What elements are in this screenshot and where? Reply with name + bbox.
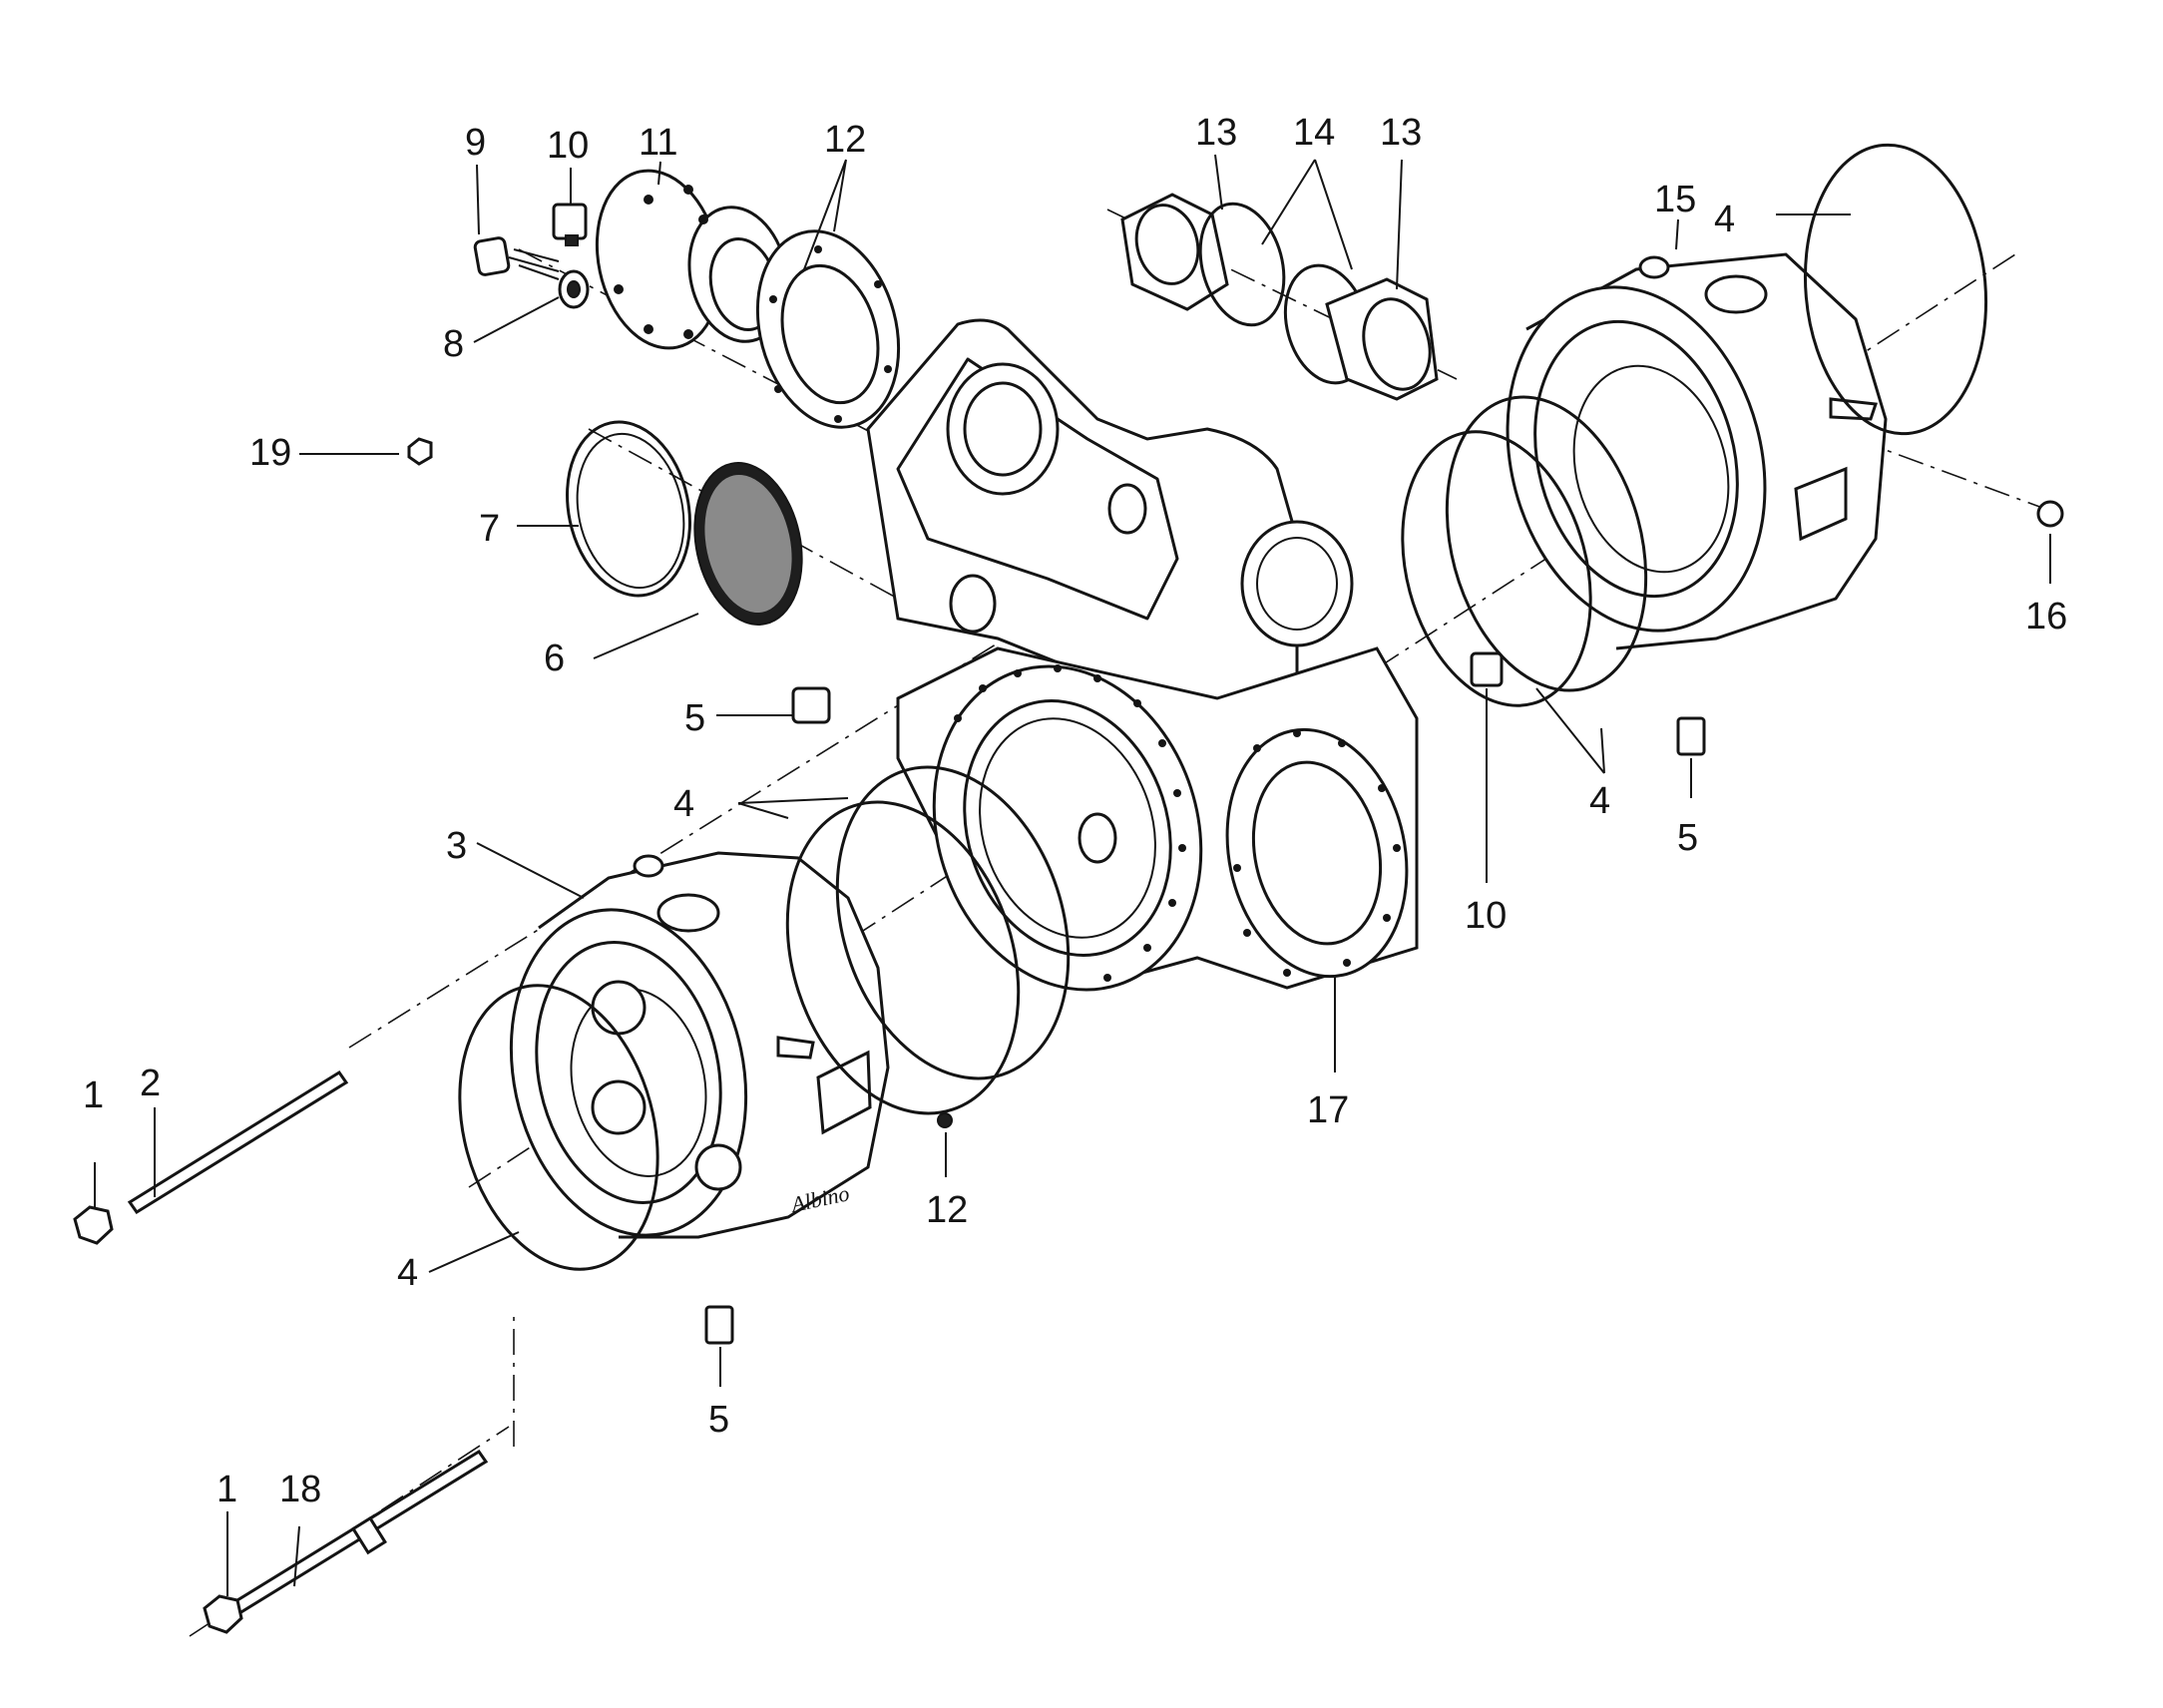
main-housing [866, 318, 1419, 992]
callout-11: 11 [639, 122, 677, 164]
callout-5: 5 [708, 1399, 729, 1441]
callout-14: 14 [1293, 112, 1335, 154]
leader-lines [94, 154, 2051, 1596]
callout-19: 19 [249, 432, 291, 474]
left-cylinder-housing: Albino [509, 851, 890, 1239]
gasket-upper [755, 229, 901, 429]
bearing-cap [595, 169, 789, 350]
tie-rods [73, 1069, 489, 1634]
seal-rings [458, 143, 1988, 1271]
callout-5: 5 [684, 697, 705, 739]
callout-13: 13 [1380, 112, 1422, 154]
callout-4: 4 [1589, 780, 1610, 822]
callout-13: 13 [1195, 112, 1237, 154]
small-fasteners [407, 203, 2064, 1345]
filter-screen [693, 462, 803, 626]
callout-3: 3 [446, 825, 467, 867]
callout-6: 6 [544, 638, 565, 679]
callout-10: 10 [547, 125, 589, 167]
callout-5: 5 [1677, 817, 1698, 859]
callout-1: 1 [216, 1469, 237, 1510]
callout-4: 4 [673, 783, 694, 825]
callout-17: 17 [1307, 1089, 1349, 1131]
callout-16: 16 [2025, 596, 2067, 638]
callout-4: 4 [1714, 199, 1735, 240]
callout-9: 9 [465, 122, 486, 164]
callout-12: 12 [926, 1189, 968, 1231]
callout-1: 1 [83, 1074, 104, 1116]
callout-8: 8 [443, 323, 464, 365]
callout-18: 18 [279, 1469, 321, 1510]
callout-7: 7 [479, 508, 500, 550]
bushings-and-rings [1120, 193, 1439, 401]
callout-labels: 9 10 11 12 13 14 13 15 4 8 19 7 6 5 4 3 … [83, 112, 2067, 1510]
callout-10: 10 [1465, 895, 1507, 937]
callout-15: 15 [1654, 179, 1696, 220]
snap-ring [566, 420, 691, 598]
callout-2: 2 [140, 1063, 161, 1104]
callout-12: 12 [824, 119, 866, 161]
callout-4: 4 [397, 1252, 418, 1294]
